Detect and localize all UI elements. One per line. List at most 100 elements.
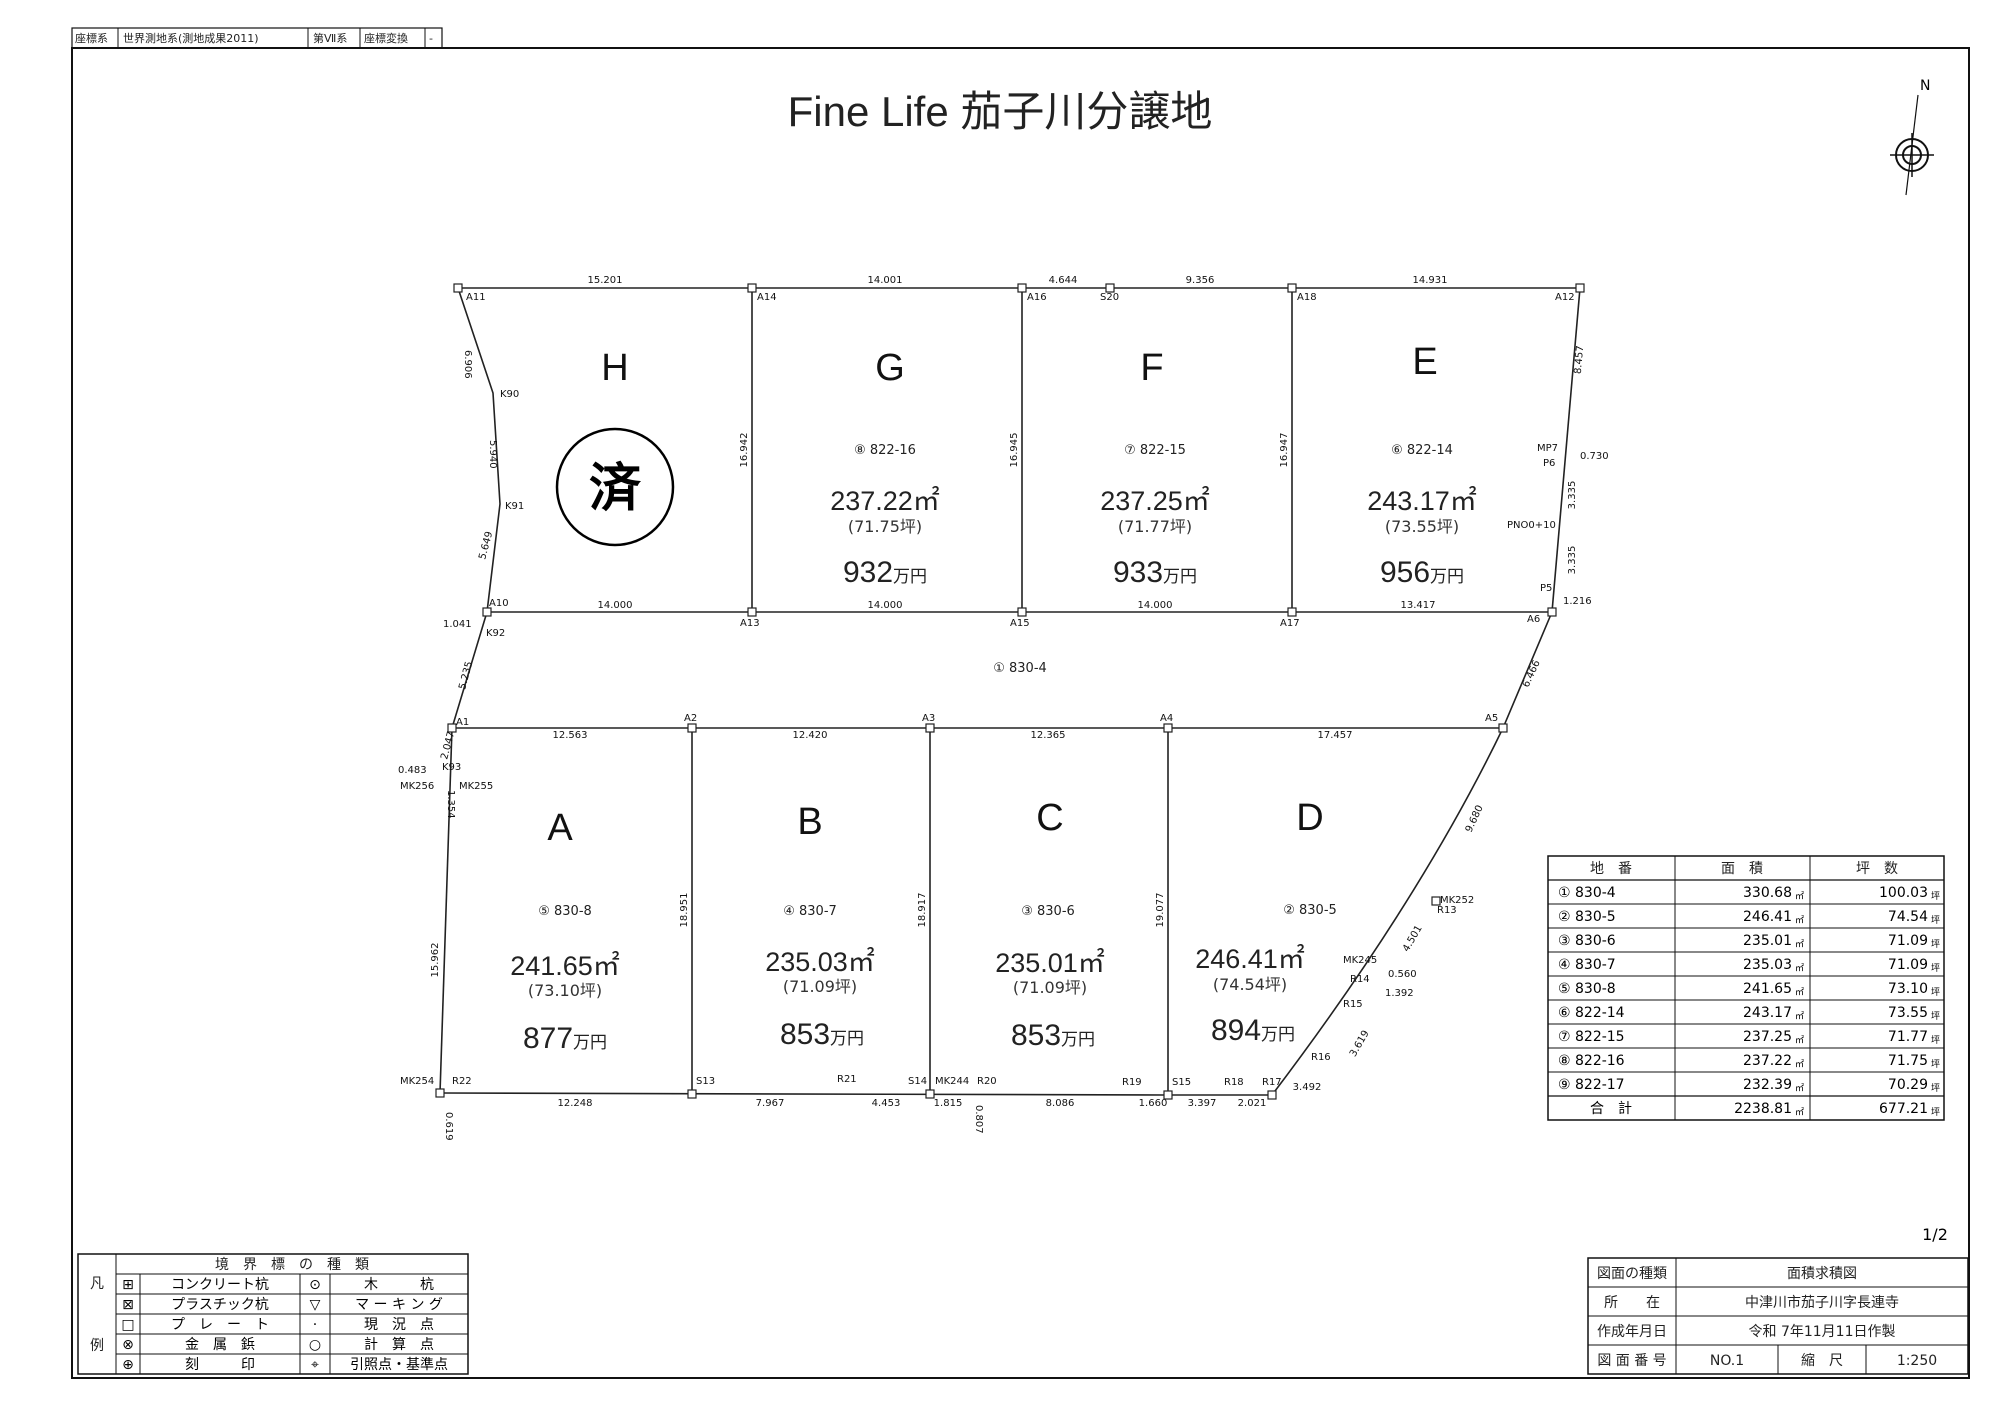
table-cell-unit: 坪 <box>1931 939 1940 950</box>
lot-letter: A <box>547 807 573 849</box>
lot-area: 237.22㎡ <box>830 486 940 516</box>
header-cell-1: 座標系 <box>75 31 108 45</box>
lot-code: ⑧ 822-16 <box>854 443 916 458</box>
point-label: K92 <box>486 628 505 639</box>
lot-a[interactable]: A ⑤ 830-8 241.65㎡ (73.10坪) 877万円 <box>510 807 620 1055</box>
table-cell-lot: ⑨ 822-17 <box>1558 1077 1625 1093</box>
dim-label: 5.940 <box>487 440 498 469</box>
point-label: R15 <box>1343 999 1363 1010</box>
lot-letter: D <box>1296 797 1323 839</box>
table-cell-unit: ㎡ <box>1795 963 1804 974</box>
table-header: 面 積 <box>1721 861 1763 877</box>
point-label: MK254 <box>400 1076 434 1087</box>
table-cell-area: 237.22 <box>1743 1053 1792 1069</box>
dim-label: 5.649 <box>477 530 495 561</box>
dim-label: 0.560 <box>1388 969 1417 980</box>
dim-label: 7.967 <box>756 1098 785 1109</box>
dim-label: 0.807 <box>973 1105 984 1134</box>
lot-h[interactable]: H 済 <box>555 347 675 547</box>
dim-label: 4.501 <box>1401 924 1425 954</box>
point-label: S20 <box>1100 292 1119 303</box>
table-cell-lot: ⑦ 822-15 <box>1558 1029 1625 1045</box>
legend-title: 境 界 標 の 種 類 <box>215 1257 369 1273</box>
legend-item-label: コンクリート杭 <box>171 1277 269 1293</box>
info-label: 作成年月日 <box>1597 1324 1667 1340</box>
legend-item-label: 刻 印 <box>185 1357 255 1373</box>
table-cell-area: 232.39 <box>1743 1077 1792 1093</box>
dim-label: 16.942 <box>739 433 750 468</box>
lot-d[interactable]: D ② 830-5 246.41㎡ (74.54坪) 894万円 <box>1195 797 1337 1047</box>
lot-b[interactable]: B ④ 830-7 235.03㎡ (71.09坪) 853万円 <box>765 801 875 1051</box>
table-cell-lot: ④ 830-7 <box>1558 957 1616 973</box>
table-cell-unit: 坪 <box>1931 1059 1940 1070</box>
table-cell-tsubo: 74.54 <box>1888 909 1928 925</box>
table-cell-unit: 坪 <box>1931 963 1940 974</box>
dim-label: 14.001 <box>868 275 903 286</box>
table-cell-area: 241.65 <box>1743 981 1792 997</box>
table-cell-unit: ㎡ <box>1795 939 1804 950</box>
legend-symbol-icon: ○ <box>309 1337 321 1353</box>
table-cell-unit: ㎡ <box>1795 1011 1804 1022</box>
point-labels: A11 A14 A16 S20 A18 A12 K90 MP7 P6 K91 P… <box>400 292 1575 1088</box>
info-label: 図面の種類 <box>1597 1266 1667 1282</box>
info-value: 令和 7年11月11日作製 <box>1749 1324 1896 1340</box>
page-number: 1/2 <box>1922 1225 1948 1244</box>
point-label: MK255 <box>459 781 493 792</box>
table-total-tsubo: 677.21 <box>1879 1101 1928 1117</box>
dim-label: 6.906 <box>462 350 473 379</box>
table-cell-area: 235.03 <box>1743 957 1792 973</box>
lot-area: 241.65㎡ <box>510 951 620 981</box>
table-cell-tsubo: 73.10 <box>1888 981 1928 997</box>
point-label: R21 <box>837 1074 857 1085</box>
table-cell-lot: ⑧ 822-16 <box>1558 1053 1625 1069</box>
point-label: R20 <box>977 1076 997 1087</box>
point-label: A10 <box>489 598 509 609</box>
lot-g[interactable]: G ⑧ 822-16 237.22㎡ (71.75坪) 932万円 <box>830 347 940 589</box>
dim-label: 4.644 <box>1049 275 1078 286</box>
table-header: 地 番 <box>1590 861 1632 877</box>
legend-item-label: 引照点・基準点 <box>350 1356 448 1373</box>
dim-label: 8.457 <box>1573 345 1586 374</box>
table-cell-area: 330.68 <box>1743 885 1792 901</box>
lot-e[interactable]: E ⑥ 822-14 243.17㎡ (73.55坪) 956万円 <box>1367 341 1477 589</box>
table-cell-unit: ㎡ <box>1795 987 1804 998</box>
point-label: S13 <box>696 1076 715 1087</box>
legend-item-label: 金 属 鋲 <box>185 1337 255 1353</box>
north-arrow-icon: N <box>1890 78 1934 196</box>
point-label: R17 <box>1262 1077 1282 1088</box>
dim-label: 0.483 <box>398 765 427 776</box>
dim-label: 17.457 <box>1318 730 1353 741</box>
point-label: A2 <box>684 713 697 724</box>
point-label: R14 <box>1350 974 1370 985</box>
drawing-frame <box>71 47 1970 1379</box>
lot-tsubo: (71.75坪) <box>848 517 922 536</box>
dim-label: 1.815 <box>934 1098 963 1109</box>
legend-symbol-icon: ⊠ <box>122 1297 134 1313</box>
lot-tsubo: (71.09坪) <box>1013 978 1087 997</box>
table-cell-unit: 坪 <box>1931 1083 1940 1094</box>
table-cell-lot: ⑥ 822-14 <box>1558 1005 1625 1021</box>
point-label: S15 <box>1172 1077 1191 1088</box>
point-label: K93 <box>442 762 461 773</box>
point-label: PNO0+10 <box>1507 520 1556 531</box>
lot-code: ④ 830-7 <box>783 904 837 919</box>
lot-c[interactable]: C ③ 830-6 235.01㎡ (71.09坪) 853万円 <box>995 797 1105 1052</box>
point-label: A16 <box>1027 292 1047 303</box>
lot-f[interactable]: F ⑦ 822-15 237.25㎡ (71.77坪) 933万円 <box>1100 347 1210 589</box>
table-cell-unit: ㎡ <box>1795 1035 1804 1046</box>
point-label: P5 <box>1540 583 1552 594</box>
lot-code: ⑥ 822-14 <box>1391 443 1453 458</box>
sold-mark: 済 <box>589 459 642 519</box>
lot-price: 932万円 <box>843 556 927 589</box>
dim-label: 18.917 <box>917 893 928 928</box>
table-cell-tsubo: 71.09 <box>1888 933 1928 949</box>
legend-item-label: プラスチック杭 <box>171 1297 269 1313</box>
dim-label: 6.466 <box>1521 659 1543 690</box>
dim-label: 3.335 <box>1567 546 1578 575</box>
info-label: 図 面 番 号 <box>1597 1353 1666 1369</box>
dim-label: 9.356 <box>1186 275 1215 286</box>
legend-item-label: 計 算 点 <box>364 1337 434 1353</box>
lot-tsubo: (73.10坪) <box>528 981 602 1000</box>
lot-price: 853万円 <box>1011 1019 1095 1052</box>
